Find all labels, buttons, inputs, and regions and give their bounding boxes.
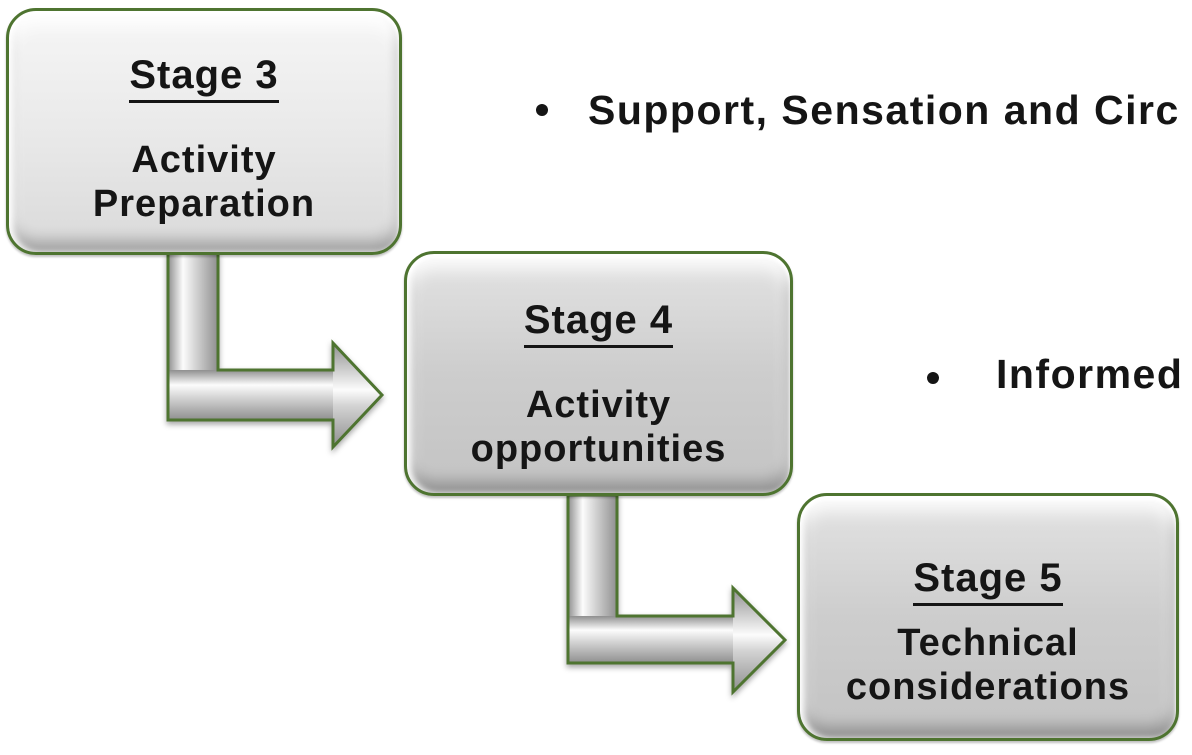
stage-5-title-text: Stage 5	[913, 558, 1063, 606]
stage-box-3: Stage 3 Activity Preparation	[6, 8, 402, 255]
stage-3-title: Stage 3	[129, 55, 279, 103]
stage-4-title-text: Stage 4	[523, 300, 674, 348]
bullet-dot-icon	[927, 372, 939, 384]
stage-5-title: Stage 5	[913, 558, 1063, 606]
stage-4-subtitle: Activity opportunities	[470, 384, 727, 470]
stage-4-title: Stage 4	[523, 300, 674, 348]
stage-box-4: Stage 4 Activity opportunities	[404, 251, 793, 496]
arrow-horizontal-shaft	[168, 370, 333, 420]
elbow-arrow-stage3-to-stage4	[166, 251, 385, 451]
arrow-head	[733, 588, 785, 692]
bullet-text-support-sensation-circulation: Support, Sensation and Circ	[588, 87, 1180, 133]
bullet-text-informed: Informed	[996, 351, 1184, 397]
arrow-outline	[166, 251, 385, 451]
arrow-head	[333, 343, 382, 447]
stage-3-title-text: Stage 3	[129, 55, 279, 103]
arrow-horizontal-shaft	[568, 616, 733, 663]
stage-5-subtitle: Technical considerations	[845, 622, 1131, 708]
arrow-outline	[566, 493, 788, 696]
elbow-arrow-stage4-to-stage5	[566, 493, 788, 696]
stage-box-5: Stage 5 Technical considerations	[797, 493, 1179, 741]
stage-3-subtitle: Activity Preparation	[92, 139, 316, 225]
bullet-dot-icon	[536, 104, 548, 116]
